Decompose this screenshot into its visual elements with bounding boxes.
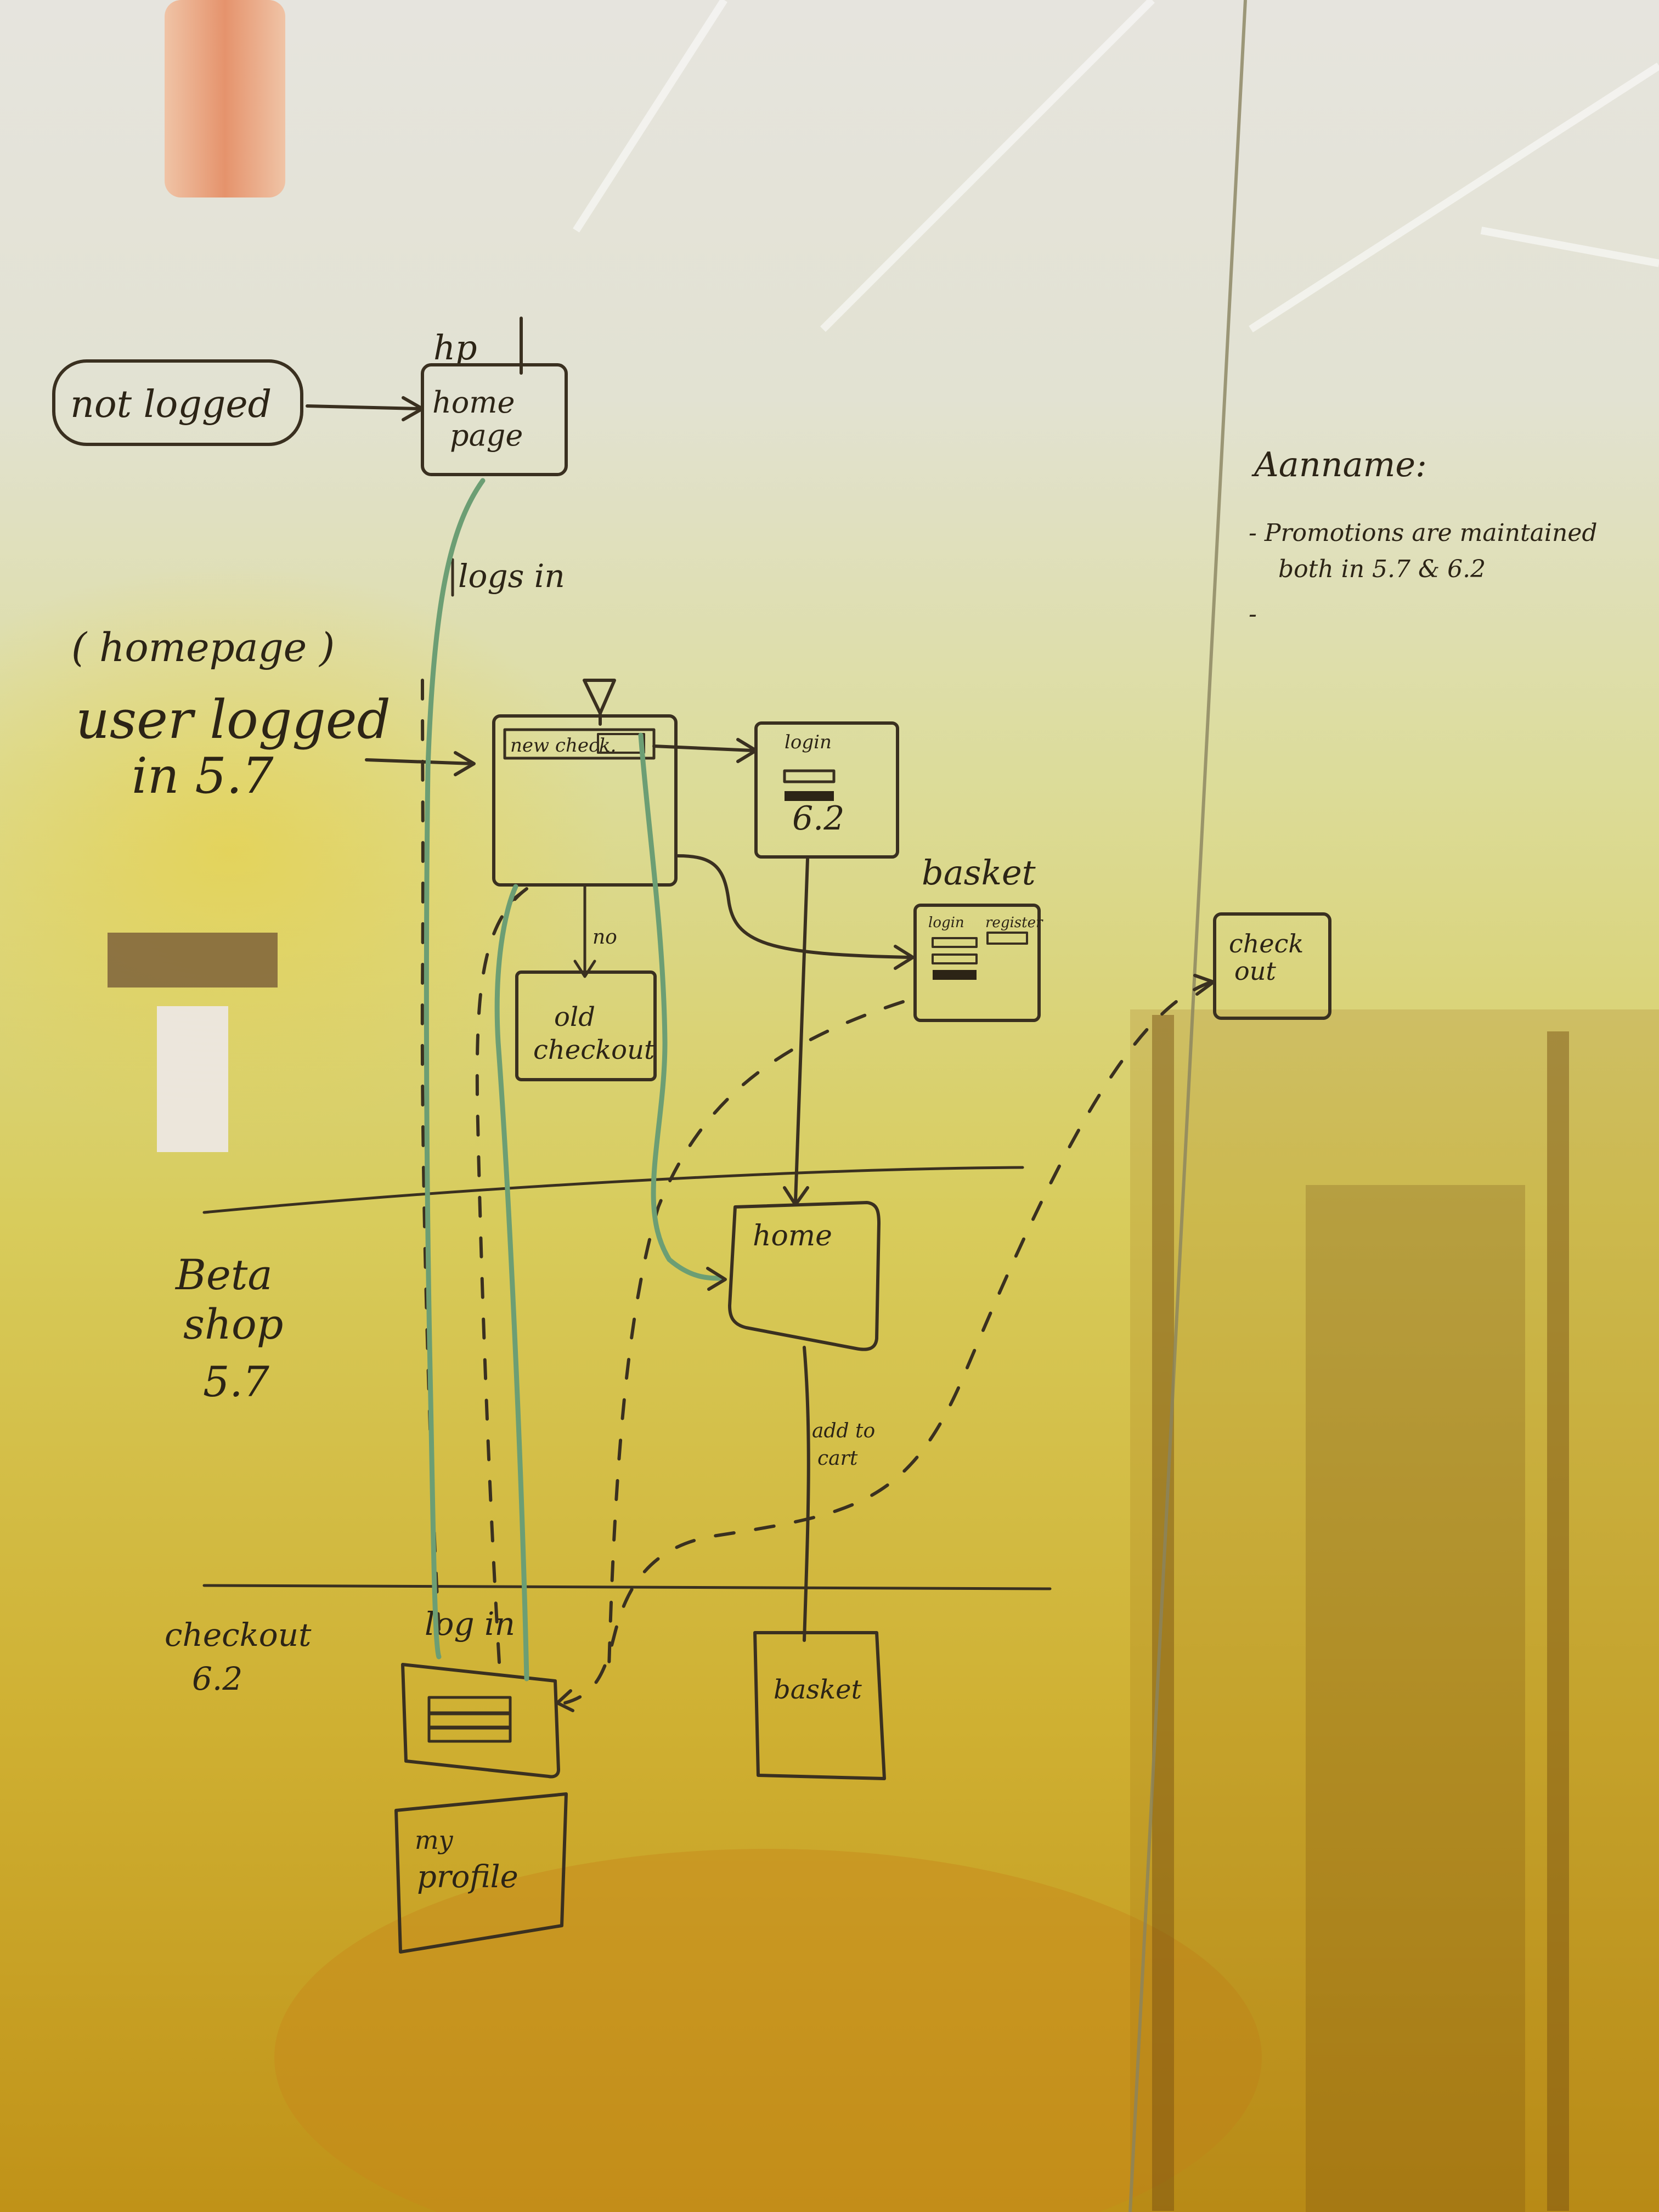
light-glow-bottom — [274, 1849, 1262, 2212]
old-checkout-label-2: checkout — [533, 1035, 655, 1065]
basket-register-label: register — [985, 915, 1043, 931]
home-page-label-2: page — [450, 418, 523, 453]
basket-bottom-node — [753, 1631, 886, 1780]
dashed-flow-loginbottom-to-newcheck — [475, 883, 531, 1664]
basket-bottom-label: basket — [774, 1674, 862, 1705]
separator-bottom — [202, 1584, 1052, 1590]
login-62-version: 6.2 — [792, 799, 844, 838]
green-marker-flows — [424, 478, 727, 1681]
note-bullet-1-line-1: - Promotions are maintained — [1249, 519, 1598, 547]
arrow-newcheck-to-basket — [676, 854, 915, 970]
beta-shop-label-1: Beta — [174, 1250, 273, 1299]
dashed-flow-checkout-to-loginbottom — [563, 980, 1213, 1705]
arrow-newcheck-to-oldcheckout — [573, 884, 596, 978]
reflection-window — [157, 1006, 228, 1152]
logs-in-label: logs in — [458, 557, 565, 595]
light-glow-left — [0, 565, 614, 1136]
not-logged-node — [52, 359, 303, 446]
glass-panel-edge — [1128, 0, 1247, 2212]
green-flow-home-to-loginbottom — [424, 478, 486, 1660]
home-page-label-1: home — [432, 385, 515, 420]
home-node — [728, 1201, 881, 1351]
background-shelving — [1130, 1009, 1659, 2212]
green-flow-loginbottom-to-newcheck — [494, 884, 529, 1681]
checkout-label-1: check — [1229, 929, 1304, 958]
no-label: no — [592, 926, 617, 949]
checkout-62-label-2: 6.2 — [192, 1660, 242, 1697]
arrow-user-to-newcheck — [365, 751, 476, 776]
home-label: home — [753, 1220, 832, 1252]
note-bullet-2: - — [1249, 600, 1257, 628]
assumptions-note: Aanname: - Promotions are maintained bot… — [1249, 444, 1598, 628]
add-to-cart-label-1: add to — [812, 1420, 875, 1442]
old-checkout-node — [515, 970, 657, 1081]
old-checkout-label-1: old — [554, 1002, 595, 1032]
my-profile-label-1: my — [415, 1825, 454, 1855]
login-bottom-node — [401, 1663, 560, 1779]
checkout-label-2: out — [1234, 956, 1276, 986]
basket-label: basket — [922, 853, 1036, 893]
login-62-node — [754, 721, 899, 859]
checkout-node — [1213, 912, 1331, 1020]
separator-top — [202, 1166, 1024, 1214]
hp-label: hp — [433, 328, 477, 368]
basket-login-label: login — [928, 915, 964, 931]
basket-node — [913, 904, 1041, 1022]
checkout-62-label-1: checkout — [165, 1616, 312, 1654]
green-flow-newcheck-to-home — [638, 732, 725, 1281]
new-check-bar — [503, 728, 656, 760]
diagram-ink: not logged hp home page logs in ( homepa… — [52, 317, 1331, 1954]
beta-shop-label-3: 5.7 — [203, 1357, 270, 1406]
note-bullet-1-line-2: both in 5.7 & 6.2 — [1278, 555, 1486, 583]
add-to-cart-label-2: cart — [817, 1447, 858, 1470]
line-home-to-basket — [803, 1346, 810, 1642]
beta-shop-label-2: shop — [183, 1300, 283, 1348]
reflection-photo — [108, 933, 278, 988]
user-logged-label: user logged — [76, 689, 391, 751]
login-62-title: login — [785, 731, 832, 753]
homepage-note: ( homepage ) — [71, 624, 335, 670]
note-title: Aanname: — [1251, 444, 1427, 484]
home-page-node — [421, 363, 568, 476]
my-profile-node — [394, 1792, 568, 1954]
in-57-label: in 5.7 — [132, 747, 274, 805]
ceiling-reflection — [573, 0, 1659, 332]
ceiling-light — [165, 0, 285, 198]
my-profile-label-2: profile — [417, 1859, 518, 1895]
not-logged-label: not logged — [70, 383, 272, 426]
